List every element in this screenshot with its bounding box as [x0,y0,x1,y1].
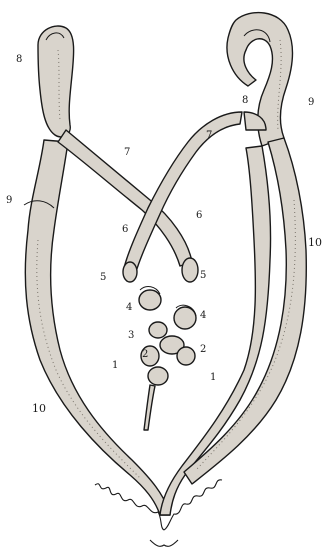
crossing-tubes [58,112,266,272]
central-chain [123,258,198,430]
label-r4: 4 [200,310,206,321]
label-l2: 2 [142,349,148,360]
label-l5: 5 [100,272,106,283]
label-r9: 9 [308,97,314,108]
label-l6: 6 [122,224,128,235]
label-l1: 1 [112,360,118,371]
label-r10: 10 [308,236,322,249]
left-tube-top [38,26,74,137]
label-l4: 4 [126,302,132,313]
label-l9: 9 [6,195,12,206]
label-l3: 3 [128,330,134,341]
left-long-tube [24,140,170,515]
label-r2: 2 [200,344,206,355]
label-r5: 5 [200,270,206,281]
label-l8: 8 [16,54,22,65]
label-r1: 1 [210,372,216,383]
label-r8: 8 [242,95,248,106]
label-l10: 10 [32,402,46,415]
label-l7: 7 [124,147,130,158]
label-r7: 7 [206,130,212,141]
label-r6: 6 [196,210,202,221]
